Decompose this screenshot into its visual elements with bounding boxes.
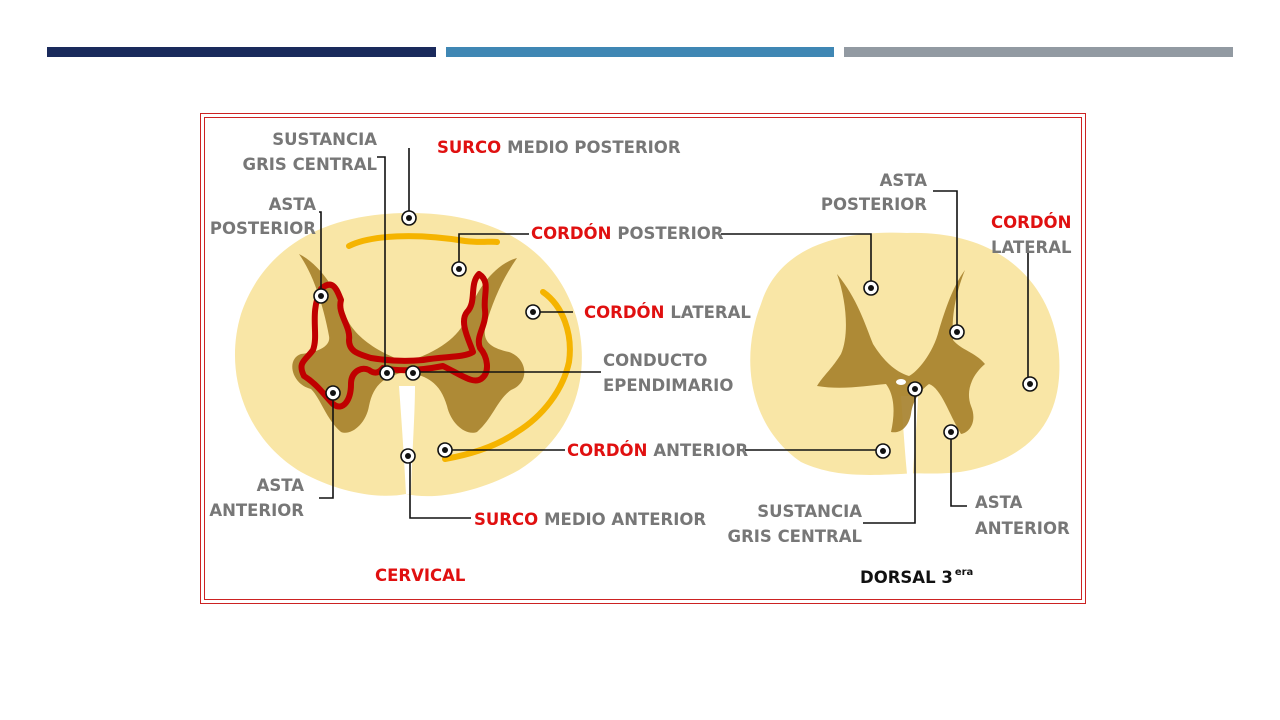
cervical-caption: CERVICAL (375, 566, 466, 585)
marker-dots (313, 210, 1038, 464)
dorsal-white-matter (750, 232, 1060, 475)
dorsal-label-sustancia-gris-2: GRIS CENTRAL (728, 527, 863, 546)
cervical-label-sustancia-gris-2: GRIS CENTRAL (243, 155, 378, 174)
dorsal-label-cordon-lateral-2: LATERAL (991, 238, 1072, 257)
cervical-anterior-fissure (399, 386, 415, 494)
cervical-yellow-outline-lateral (442, 289, 573, 462)
cervical-label-asta-anterior-2: ANTERIOR (209, 501, 304, 520)
header-bar-navy (47, 47, 436, 57)
dorsal-label-asta-posterior-1: ASTA (880, 171, 928, 190)
cervical-label-asta-anterior-1: ASTA (257, 476, 305, 495)
cervical-label-conducto-1: CONDUCTO (603, 351, 707, 370)
dorsal-section (750, 232, 1060, 475)
header-bar-gray (844, 47, 1233, 57)
dorsal-label-sustancia-gris-1: SUSTANCIA (757, 502, 862, 521)
figure-inner-border (204, 117, 1082, 600)
dorsal-label-asta-anterior-2: ANTERIOR (975, 519, 1070, 538)
dorsal-label-asta-anterior-1: ASTA (975, 493, 1023, 512)
cervical-label-sustancia-gris-1: SUSTANCIA (272, 130, 377, 149)
dorsal-label-cordon-lateral-1: CORDÓN (991, 213, 1071, 232)
dorsal-central-canal (896, 379, 906, 385)
cervical-label-asta-posterior-2: POSTERIOR (210, 219, 316, 238)
cervical-label-conducto-2: EPENDIMARIO (603, 376, 733, 395)
header-bar-blue (446, 47, 834, 57)
cervical-label-asta-posterior-1: ASTA (269, 195, 317, 214)
dorsal-gray-matter (817, 270, 985, 434)
dorsal-label-asta-posterior-2: POSTERIOR (821, 195, 927, 214)
